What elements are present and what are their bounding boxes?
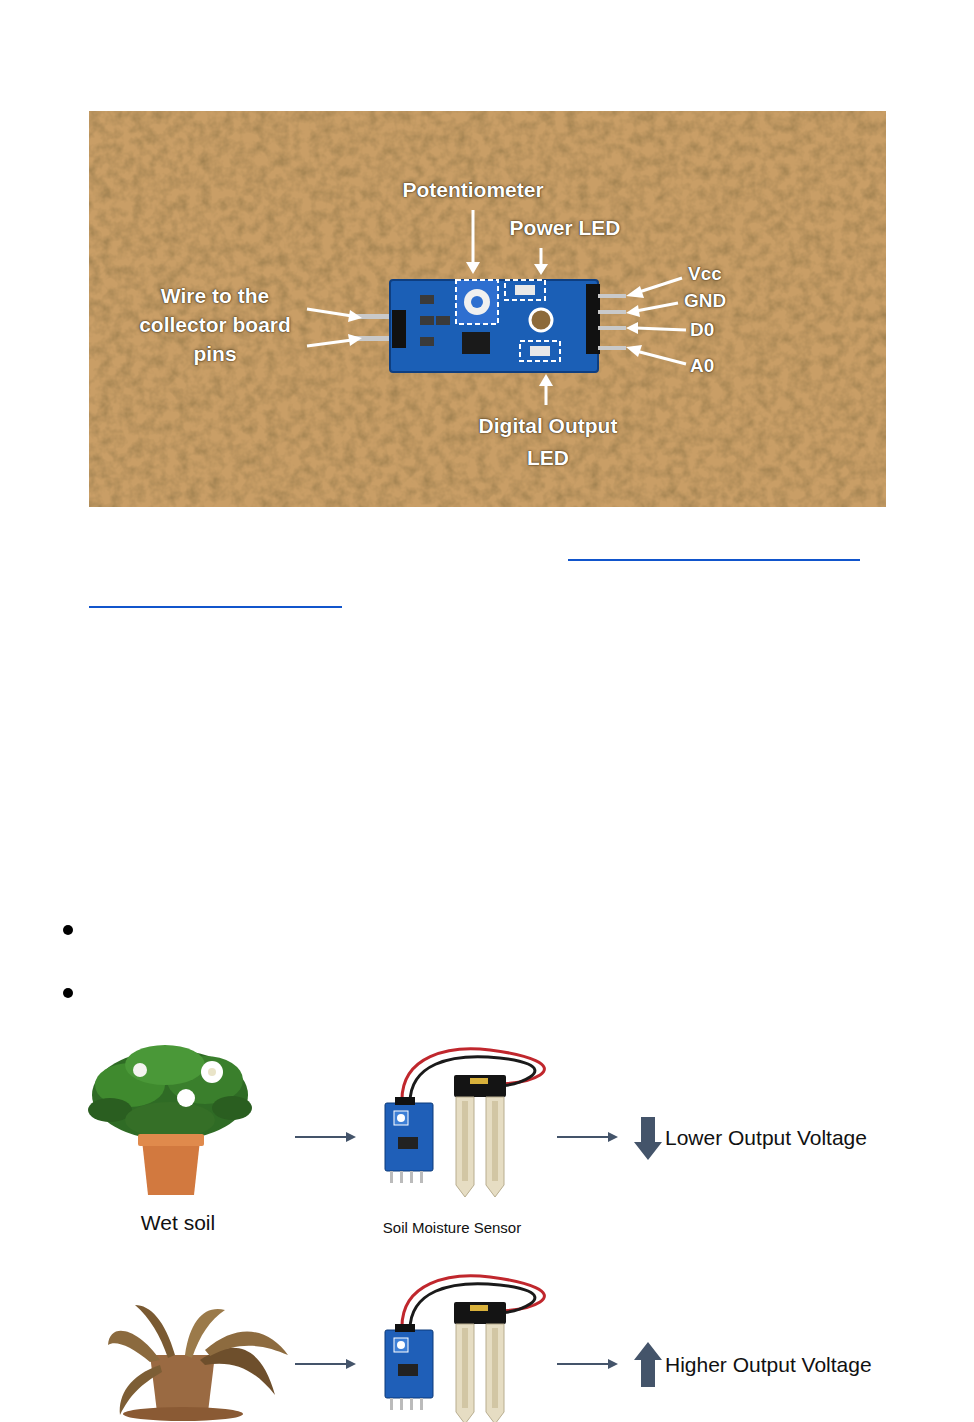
part-name: Wire to the collector board pins: [128, 281, 303, 368]
pin-name: GND: [684, 289, 726, 313]
pin-name: D0: [690, 318, 714, 342]
image-caption: Soil Moisture Sensor: [383, 1219, 521, 1237]
part-name: Power LED: [510, 215, 621, 241]
output-label: Higher Output Voltage: [665, 1352, 872, 1378]
pin-name: A0: [690, 354, 714, 378]
output-label: Lower Output Voltage: [665, 1125, 867, 1151]
part-name: Digital Output LED: [456, 410, 641, 474]
image-caption: Wet soil: [141, 1210, 215, 1236]
part-name: Potentiometer: [402, 177, 543, 203]
pin-name: Vcc: [688, 262, 722, 286]
